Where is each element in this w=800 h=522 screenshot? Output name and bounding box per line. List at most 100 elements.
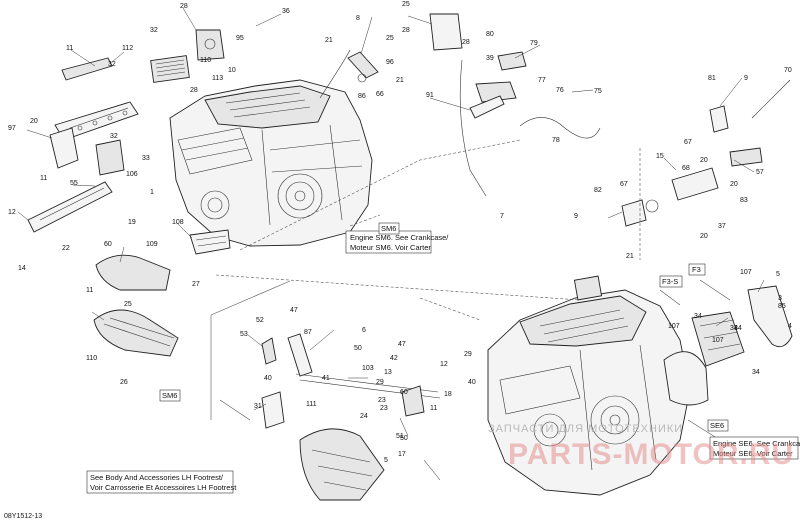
callout: 11 <box>430 405 437 412</box>
callout: 70 <box>784 67 792 74</box>
sm6-tag-left-text: SM6 <box>162 391 177 400</box>
callout: 34 <box>694 313 702 320</box>
callout: 42 <box>390 355 398 362</box>
reference-lines <box>210 139 731 481</box>
callout: 6 <box>362 327 366 334</box>
callout: 108 <box>172 219 184 226</box>
callout: 37 <box>718 223 726 230</box>
callout: 19 <box>128 219 136 226</box>
callout: 25 <box>386 35 394 42</box>
callout: 23 <box>378 397 386 404</box>
watermark-line2: PARTS-MOTOR.RU <box>508 438 794 471</box>
callout: 77 <box>538 77 546 84</box>
se6-tag-text: SE6 <box>710 421 724 430</box>
callout: 51 <box>396 433 404 440</box>
callout: 3 <box>778 295 782 302</box>
callout: 111 <box>306 401 317 408</box>
f3s-tag: F3-S <box>659 275 683 288</box>
callout: 107 <box>740 269 752 276</box>
callout: 50 <box>354 345 362 352</box>
sm6-tag-left: SM6 <box>159 389 181 402</box>
callout: 57 <box>756 169 764 176</box>
callout: 1 <box>150 189 154 196</box>
upper-middle-parts-illustration <box>347 13 601 197</box>
callout: 4 <box>788 323 792 330</box>
callout: 11 <box>40 175 47 182</box>
callout: 81 <box>708 75 716 82</box>
watermark: ЗАПЧАСТИ ДЛЯ МОТОТЕХНИКИ PARTS-MOTOR.RU <box>488 423 794 471</box>
engine-se6-note-line2: Moteur SE6. Voir Carter <box>713 449 793 458</box>
callout: 23 <box>380 405 388 412</box>
callout: 26 <box>120 379 128 386</box>
engine-se6-note: Engine SE6. See Crankcase/ Moteur SE6. V… <box>709 436 800 460</box>
lower-left-parts-illustration <box>93 229 231 357</box>
callout: 24 <box>360 413 368 420</box>
callout: 87 <box>304 329 312 336</box>
callout: 67 <box>684 139 692 146</box>
callout: 29 <box>376 379 384 386</box>
callout: 36 <box>282 8 290 15</box>
footrest-note-line2: Voir Carrosserie Et Accessoires LH Footr… <box>90 483 237 492</box>
callout: 86 <box>358 93 366 100</box>
callout: 106 <box>126 171 138 178</box>
callout: 18 <box>444 391 452 398</box>
callout: 20 <box>30 118 38 125</box>
callout: 113 <box>212 75 223 82</box>
callout: 28 <box>462 39 470 46</box>
callout: 32 <box>150 27 158 34</box>
engine-se6-illustration <box>487 275 691 496</box>
footrest-note-line1: See Body And Accessories LH Footrest/ <box>90 473 224 482</box>
callout: 96 <box>386 59 394 66</box>
callout: 68 <box>682 165 690 172</box>
f3s-tag-text: F3-S <box>662 277 678 286</box>
engine-sm6-note-line1: Engine SM6. See Crankcase/ <box>350 233 449 242</box>
callout: 103 <box>362 365 374 372</box>
callout: 29 <box>464 351 472 358</box>
engine-sm6-note-line2: Moteur SM6. Voir Carter <box>350 243 431 252</box>
sm6-tag-top: SM6 <box>378 222 400 235</box>
callout: 11 <box>86 287 93 294</box>
watermark-line1: ЗАПЧАСТИ ДЛЯ МОТОТЕХНИКИ <box>488 423 683 435</box>
callout: 82 <box>594 187 602 194</box>
callout: 12 <box>440 361 448 368</box>
callout: 34 <box>734 325 742 332</box>
callout: 28 <box>180 3 188 10</box>
callout: 8 <box>356 15 360 22</box>
f3-tag-text: F3 <box>692 265 701 274</box>
callout: 33 <box>142 155 150 162</box>
callout: 21 <box>396 77 404 84</box>
callout: 110 <box>200 57 211 64</box>
callout: 25 <box>124 301 132 308</box>
callout: 32 <box>110 133 118 140</box>
f3-tag: F3 <box>688 263 706 276</box>
callout: 20 <box>730 181 738 188</box>
callout: 13 <box>384 369 392 376</box>
callout: 34 <box>752 369 760 376</box>
callout: 80 <box>486 31 494 38</box>
callout: 12 <box>8 209 16 216</box>
callout-numbers: 11 112 28 32 36 95 110 113 28 10 96 32 2… <box>8 1 792 464</box>
callout: 112 <box>122 45 133 52</box>
callout: 76 <box>556 87 564 94</box>
engine-sm6-illustration <box>150 29 373 247</box>
callout: 11 <box>66 45 73 52</box>
callout: 78 <box>552 137 560 144</box>
callout: 31 <box>254 403 262 410</box>
callout: 10 <box>228 67 236 74</box>
callout: 28 <box>190 87 198 94</box>
callout: 67 <box>620 181 628 188</box>
callout: 109 <box>146 241 158 248</box>
footrest-note: See Body And Accessories LH Footrest/ Vo… <box>86 470 237 494</box>
callout: 75 <box>594 88 602 95</box>
callout: 21 <box>325 37 333 44</box>
callout: 9 <box>574 213 578 220</box>
callout: 34 <box>730 325 738 332</box>
callout: 79 <box>530 40 538 47</box>
callout: 60 <box>400 389 408 396</box>
callout: 5 <box>384 457 388 464</box>
guards-illustration <box>663 285 793 406</box>
callout: 110 <box>86 355 97 362</box>
callout: 47 <box>398 341 406 348</box>
callout: 50 <box>400 435 408 442</box>
right-side-parts-illustration <box>621 79 791 227</box>
